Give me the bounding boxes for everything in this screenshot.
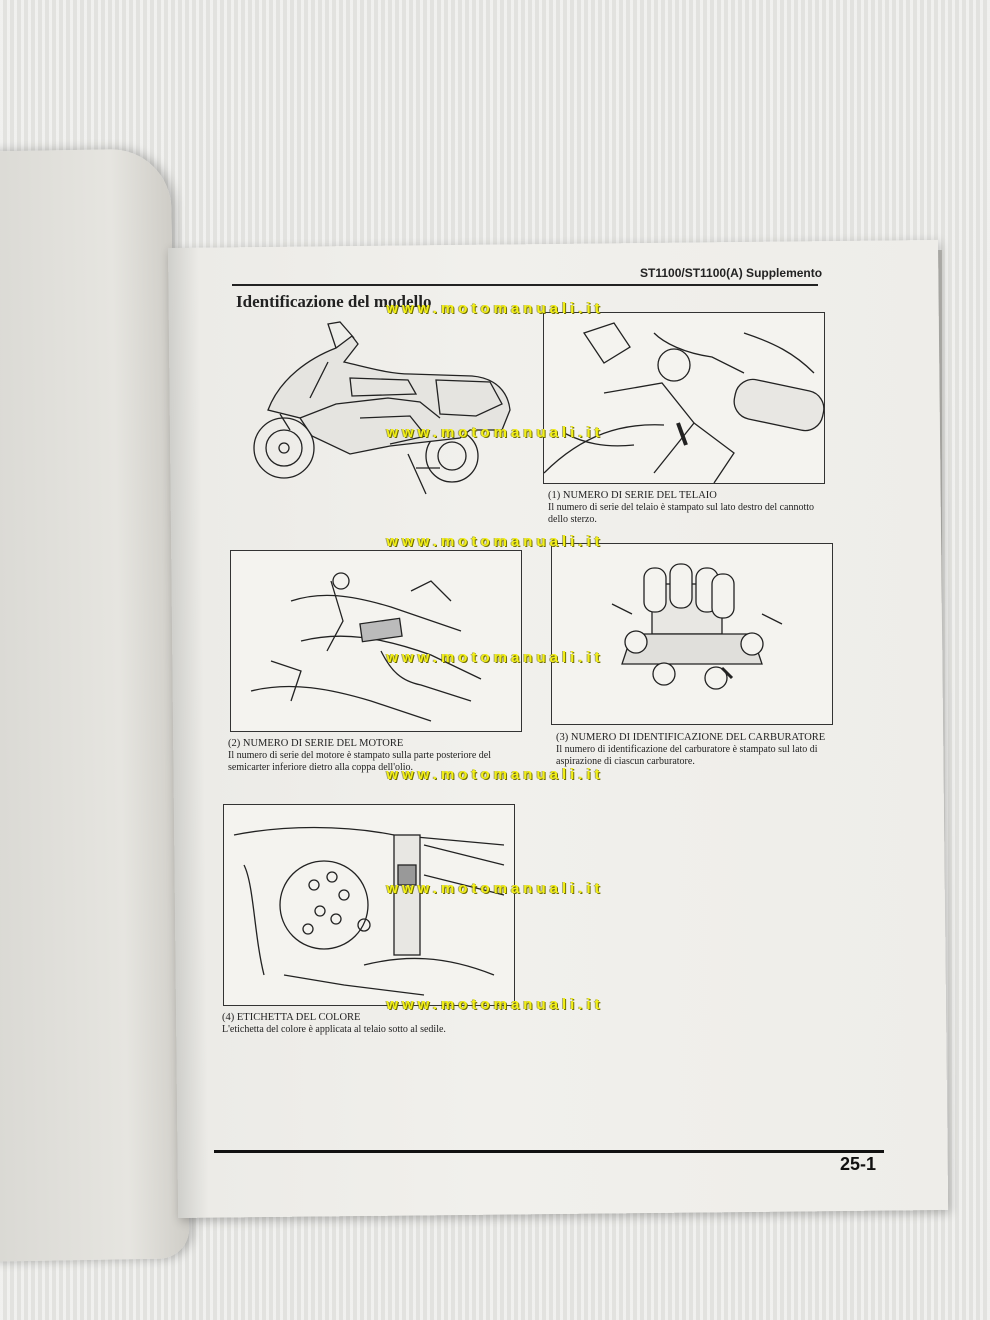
caption-title: (2) NUMERO DI SERIE DEL MOTORE — [228, 738, 404, 749]
watermark: www.motomanuali.it — [386, 533, 604, 550]
watermark: www.motomanuali.it — [386, 996, 604, 1013]
caption-frame-serial: (1) NUMERO DI SERIE DEL TELAIO Il numero… — [548, 490, 830, 526]
caption-title: (3) NUMERO DI IDENTIFICAZIONE DEL CARBUR… — [556, 732, 826, 743]
watermark: www.motomanuali.it — [386, 880, 604, 897]
caption-title: (1) NUMERO DI SERIE DEL TELAIO — [548, 490, 717, 501]
figure-frame-serial — [543, 312, 825, 484]
caption-text: Il numero di serie del telaio è stampato… — [548, 502, 815, 525]
page-number: 25-1 — [840, 1154, 877, 1174]
caption-engine-serial: (2) NUMERO DI SERIE DEL MOTORE Il numero… — [228, 738, 528, 774]
figure-carburetor-id — [551, 543, 833, 725]
caption-color-label: (4) ETICHETTA DEL COLORE L'etichetta del… — [222, 1012, 522, 1036]
carburetor-illustration — [611, 563, 783, 690]
page-title: Identificazione del modello — [236, 292, 432, 311]
motorcycle-illustration — [253, 321, 511, 495]
supplement-title: ST1100/ST1100(A) Supplemento — [640, 266, 823, 280]
caption-title: (4) ETICHETTA DEL COLORE — [222, 1012, 361, 1023]
engine-illustration — [250, 572, 482, 722]
watermark: www.motomanuali.it — [386, 766, 604, 783]
figure-engine-serial — [230, 550, 522, 732]
watermark: www.motomanuali.it — [386, 424, 604, 441]
footer-rule — [214, 1150, 884, 1153]
figure-motorcycle — [240, 318, 532, 506]
caption-text: Il numero di identificazione del carbura… — [556, 744, 818, 767]
watermark: www.motomanuali.it — [386, 649, 604, 666]
caption-text: L'etichetta del colore è applicata al te… — [222, 1024, 446, 1035]
figure-color-label — [223, 804, 515, 1006]
header-rule — [232, 284, 818, 286]
caption-text: Il numero di serie del motore è stampato… — [228, 750, 491, 773]
color-label-illustration — [233, 826, 505, 996]
watermark: www.motomanuali.it — [386, 300, 604, 317]
caption-carburetor-id: (3) NUMERO DI IDENTIFICAZIONE DEL CARBUR… — [556, 732, 846, 768]
frame-illustration — [544, 322, 824, 483]
